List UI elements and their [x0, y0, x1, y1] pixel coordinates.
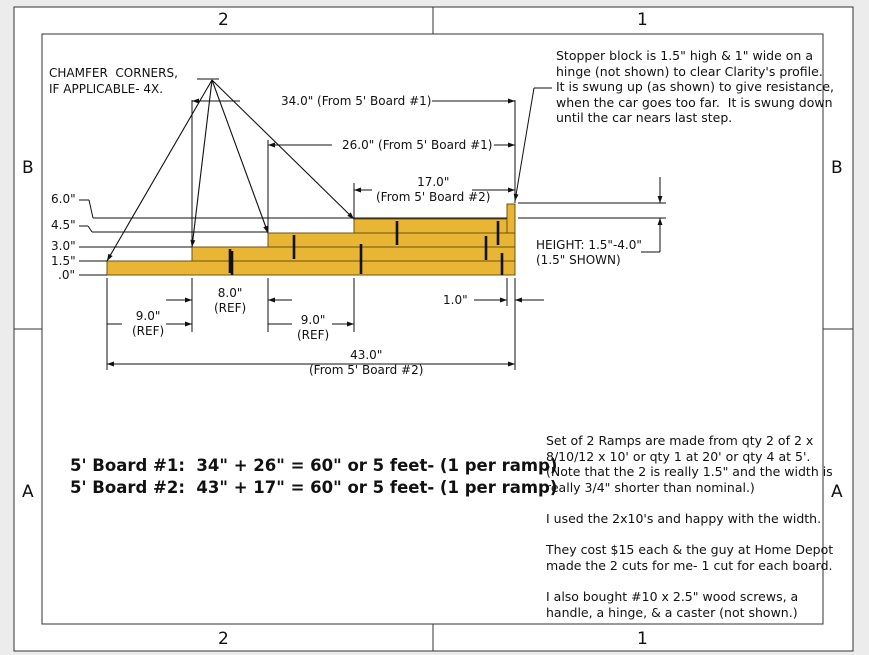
- height-range-note: HEIGHT: 1.5"-4.0" (1.5" SHOWN): [536, 238, 642, 267]
- materials-note: Set of 2 Ramps are made from qty 2 of 2 …: [546, 433, 833, 495]
- dimension-lines: [79, 87, 666, 370]
- width-note: I used the 2x10's and happy with the wid…: [546, 511, 822, 526]
- zone-label-left-b: B: [22, 158, 34, 178]
- dim-43-label: 43.0" (From 5' Board #2): [309, 348, 424, 377]
- dim-34-label: 34.0" (From 5' Board #1): [281, 94, 432, 108]
- zone-label-left-a: A: [22, 482, 34, 502]
- board-layer-1: [106, 260, 516, 276]
- stopper-block: [506, 203, 516, 234]
- height-label-1-5: 1.5": [51, 254, 76, 268]
- dim-9-right-label: 9.0" (REF): [297, 313, 330, 342]
- sheet-outer-border: [13, 6, 854, 652]
- board-layer-3: [267, 232, 516, 248]
- dim-17-label: 17.0" (From 5' Board #2): [376, 175, 491, 204]
- height-label-4-5: 4.5": [51, 218, 76, 232]
- zone-label-bottom-2: 2: [218, 629, 229, 649]
- height-label-3: 3.0": [51, 239, 76, 253]
- screw-marks: [228, 221, 504, 275]
- dim-9-left-label: 9.0" (REF): [132, 309, 165, 338]
- zone-label-top-2: 2: [218, 10, 229, 30]
- board-1-formula: 5' Board #1: 34" + 26" = 60" or 5 feet- …: [70, 456, 558, 475]
- zone-label-right-b: B: [831, 158, 843, 178]
- height-label-6: 6.0": [51, 192, 76, 206]
- stopper-note: Stopper block is 1.5" high & 1" wide on …: [556, 48, 835, 126]
- height-label-0: .0": [58, 268, 75, 282]
- hardware-note: I also bought #10 x 2.5" wood screws, a …: [546, 589, 799, 620]
- zone-label-right-a: A: [831, 482, 843, 502]
- chamfer-leaders: [106, 78, 355, 262]
- zone-label-top-1: 1: [637, 10, 648, 30]
- board-layer-2: [191, 246, 516, 262]
- zone-dividers: [14, 7, 853, 651]
- ramp-profile: [106, 203, 516, 276]
- board-2-formula: 5' Board #2: 43" + 17" = 60" or 5 feet- …: [70, 478, 558, 497]
- dim-8-label: 8.0" (REF): [214, 286, 247, 315]
- board-layer-4: [353, 218, 508, 234]
- chamfer-note: CHAMFER CORNERS, IF APPLICABLE- 4X.: [49, 66, 178, 96]
- zone-label-bottom-1: 1: [637, 629, 648, 649]
- dim-1-label: 1.0": [443, 293, 468, 307]
- dim-26-label: 26.0" (From 5' Board #1): [342, 138, 493, 152]
- cost-note: They cost $15 each & the guy at Home Dep…: [546, 542, 834, 573]
